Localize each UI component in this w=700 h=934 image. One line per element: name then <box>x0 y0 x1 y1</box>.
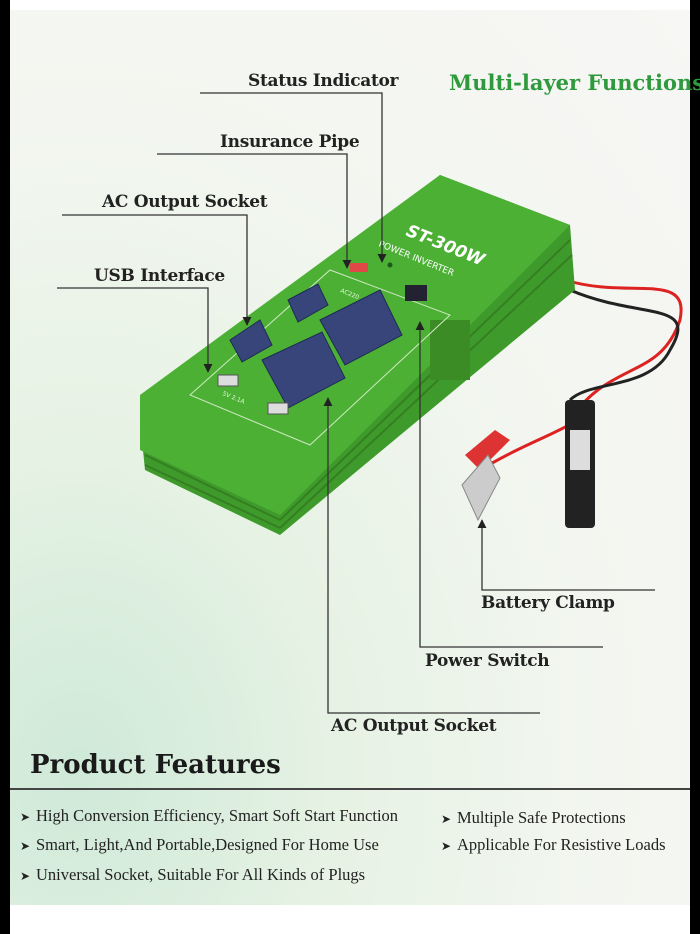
label-battery-clamp: Battery Clamp <box>481 593 615 613</box>
arrow-bullet-icon: ➤ <box>20 839 31 853</box>
ac-socket-universal-2 <box>261 331 346 409</box>
ac-socket-universal-1 <box>319 289 403 366</box>
inverter-body: ST-300W POWER INVERTER AC220 5V 2.1A <box>140 175 575 535</box>
leader-lines <box>57 92 655 714</box>
usb-port-1 <box>217 374 239 387</box>
inverter-illustration: ST-300W POWER INVERTER AC220 5V 2.1A <box>57 92 683 714</box>
power-switch-rocker <box>405 285 427 301</box>
feature-item: ➤Applicable For Resistive Loads <box>441 835 666 854</box>
features-title: Product Features <box>30 750 281 780</box>
ac-socket-small-1 <box>229 319 273 363</box>
label-insurance-pipe: Insurance Pipe <box>220 132 360 152</box>
arrow-bullet-icon: ➤ <box>20 810 31 824</box>
arrow-bullet-icon: ➤ <box>441 839 452 853</box>
leader-ac-socket-top <box>62 214 252 326</box>
label-status-indicator: Status Indicator <box>248 71 399 91</box>
feature-item: ➤Smart, Light,And Portable,Designed For … <box>20 835 379 854</box>
usb-port-2 <box>267 402 289 415</box>
headline: Multi-layer Functions <box>449 70 700 95</box>
product-infographic: ST-300W POWER INVERTER AC220 5V 2.1A Mul… <box>10 0 700 934</box>
features-divider <box>10 788 690 790</box>
vent-grille <box>430 320 470 380</box>
label-ac-output-socket-bottom: AC Output Socket <box>331 716 497 736</box>
battery-clamp-black <box>565 400 595 528</box>
battery-clamp-red <box>461 430 510 522</box>
label-power-switch: Power Switch <box>425 651 550 671</box>
leader-usb <box>57 287 213 373</box>
status-led <box>387 262 393 268</box>
label-usb-interface: USB Interface <box>94 266 225 286</box>
fuse-holder <box>350 263 368 272</box>
leader-insurance-pipe <box>157 153 352 269</box>
leader-power-switch <box>415 321 603 648</box>
feature-item: ➤Multiple Safe Protections <box>441 808 626 827</box>
label-ac-output-socket-top: AC Output Socket <box>102 192 268 212</box>
arrow-bullet-icon: ➤ <box>441 812 452 826</box>
arrow-bullet-icon: ➤ <box>20 869 31 883</box>
ac-socket-small-2 <box>287 283 329 323</box>
leader-status-indicator <box>200 92 387 263</box>
feature-item: ➤High Conversion Efficiency, Smart Soft … <box>20 806 399 825</box>
leader-ac-socket-bottom <box>323 397 540 714</box>
feature-item: ➤Universal Socket, Suitable For All Kind… <box>20 865 366 884</box>
leader-battery-clamp <box>477 519 655 591</box>
